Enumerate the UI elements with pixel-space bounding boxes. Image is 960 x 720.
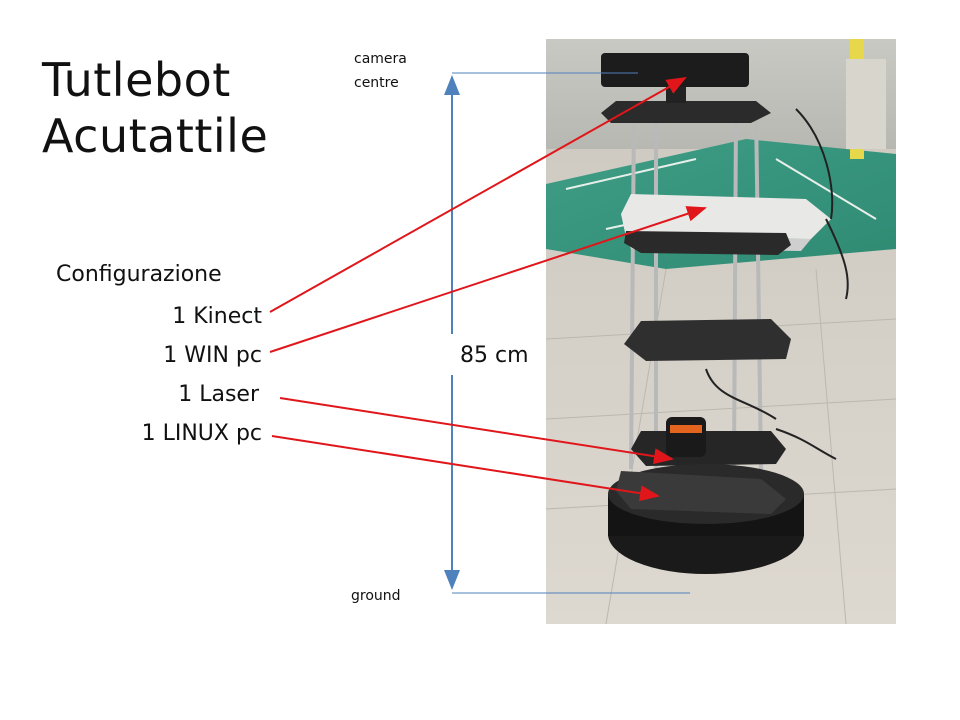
config-item-linux-pc: 1 LINUX pc — [141, 421, 262, 446]
laser-pointer-arrow — [279, 397, 674, 465]
kinect-sensor — [601, 53, 749, 87]
kinect-pointer-arrow — [269, 77, 687, 313]
linux-pc-pointer-arrow — [271, 435, 660, 502]
camera-centre-label: camera centre — [354, 47, 407, 95]
slide-title: Tutlebot Acutattile — [42, 52, 268, 164]
second-plate — [624, 231, 791, 255]
wall-unit — [846, 59, 886, 149]
config-item-laser: 1 Laser — [178, 382, 259, 407]
top-plate — [601, 101, 771, 123]
config-item-win-pc: 1 WIN pc — [163, 343, 262, 368]
height-value-label: 85 cm — [460, 343, 529, 368]
config-heading: Configurazione — [56, 262, 222, 287]
third-plate — [624, 319, 791, 361]
config-item-kinect: 1 Kinect — [172, 304, 262, 329]
ground-label: ground — [351, 588, 401, 604]
win-pc-pointer-arrow — [269, 206, 707, 353]
camera-label-line-2: centre — [354, 75, 399, 91]
title-line-2: Acutattile — [42, 109, 269, 163]
title-line-1: Tutlebot — [42, 53, 231, 107]
robot-photo — [546, 39, 896, 624]
linux-pc — [616, 471, 786, 514]
cables — [705, 108, 849, 460]
robot-photo-illustration — [546, 39, 896, 624]
win-laptop — [621, 194, 831, 239]
camera-label-line-1: camera — [354, 51, 407, 67]
